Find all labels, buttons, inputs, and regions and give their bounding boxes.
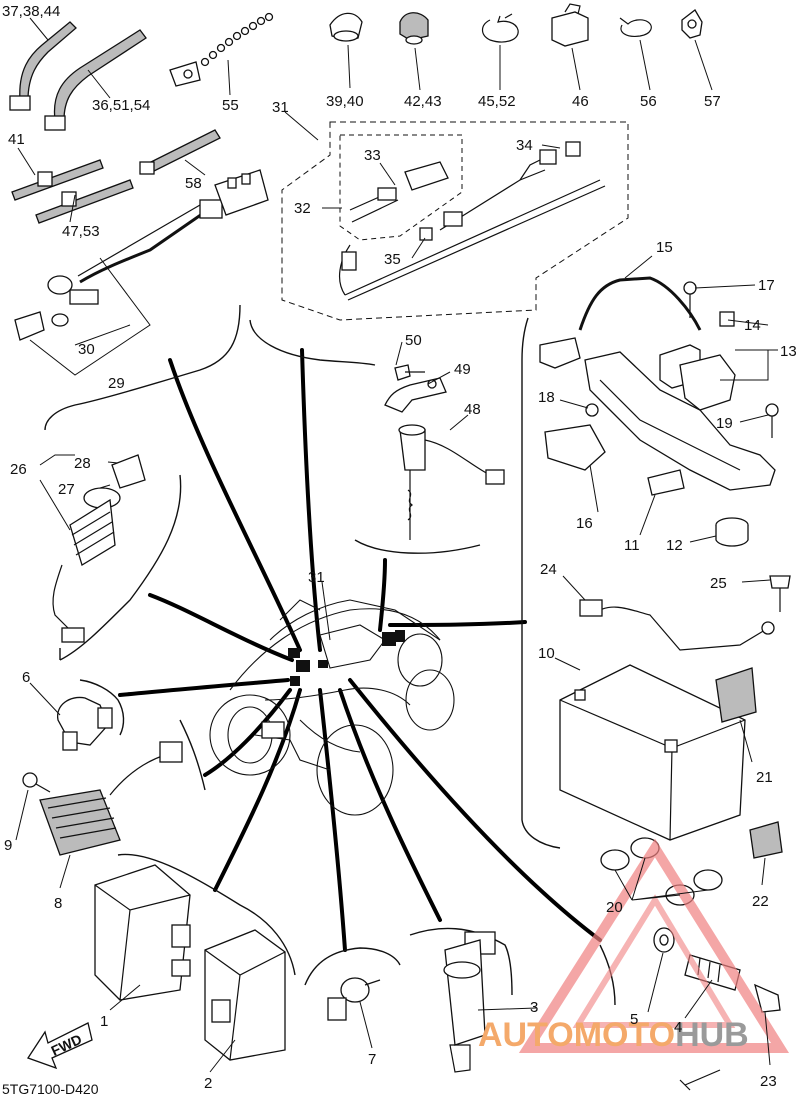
label-50: 50: [405, 332, 422, 349]
sensor-7: [327, 977, 381, 1021]
label-16: 16: [576, 515, 593, 532]
label-30: 30: [78, 341, 95, 358]
label-10: 10: [538, 645, 555, 662]
label-8: 8: [54, 895, 62, 912]
harness-leader-lines: [118, 348, 602, 952]
label-37-38-44: 37,38,44: [2, 3, 60, 20]
label-29: 29: [108, 375, 125, 392]
group-brackets: [44, 304, 616, 1006]
watermark-text-1: AUTOMOTO: [478, 1016, 675, 1054]
label-leaders: [15, 17, 778, 1073]
label-17: 17: [758, 277, 775, 294]
regulator-8: [22, 741, 183, 856]
label-46: 46: [572, 93, 589, 110]
relay-bracket-group: [539, 276, 779, 547]
label-26: 26: [10, 461, 27, 478]
label-4: 4: [674, 1019, 682, 1036]
label-31-top: 31: [272, 99, 289, 116]
label-21: 21: [756, 769, 773, 786]
atv-harness-points: [288, 630, 405, 686]
sub-harness-dashed-box: [339, 134, 463, 241]
cable-ties: [11, 129, 221, 224]
label-25: 25: [710, 575, 727, 592]
wire-harness-dashed-box: [281, 121, 629, 321]
label-19: 19: [716, 415, 733, 432]
label-31-center: 31: [308, 569, 325, 586]
label-28: 28: [74, 455, 91, 472]
fwd-label: FWD: [49, 1031, 85, 1059]
label-22: 22: [752, 893, 769, 910]
ecu-units: [94, 864, 286, 1061]
sensor-48-bracket-49: [384, 364, 505, 540]
watermark-text-2: HUB: [675, 1016, 749, 1054]
label-34: 34: [516, 137, 533, 154]
ignition-coil-3: [443, 931, 496, 1073]
label-5: 5: [630, 1011, 638, 1028]
label-20: 20: [606, 899, 623, 916]
label-13: 13: [780, 343, 797, 360]
label-11: 11: [624, 537, 640, 554]
label-12: 12: [666, 537, 683, 554]
label-57: 57: [704, 93, 721, 110]
diagram-code: 5TG7100-D420: [2, 1081, 99, 1097]
label-55: 55: [222, 97, 239, 114]
label-58: 58: [185, 175, 202, 192]
label-39-40: 39,40: [326, 93, 364, 110]
label-42-43: 42,43: [404, 93, 442, 110]
label-47-53: 47,53: [62, 223, 100, 240]
label-41: 41: [8, 131, 25, 148]
label-18: 18: [538, 389, 555, 406]
label-48: 48: [464, 401, 481, 418]
label-45-52: 45,52: [478, 93, 516, 110]
label-7: 7: [368, 1051, 376, 1068]
label-3: 3: [530, 999, 538, 1016]
fwd-arrow: FWD: [27, 1022, 93, 1070]
battery-assembly: [559, 575, 791, 859]
sensor-assembly-29: [14, 169, 269, 341]
atv-silhouette: [209, 599, 455, 816]
switch-assembly-26: [52, 454, 146, 643]
part-labels: 37,38,44 36,51,54 55 39,40 42,43 45,52 4…: [2, 3, 797, 1092]
label-1: 1: [100, 1013, 108, 1030]
label-24: 24: [540, 561, 557, 578]
label-14: 14: [744, 317, 761, 334]
label-15: 15: [656, 239, 673, 256]
label-6: 6: [22, 669, 30, 686]
label-23: 23: [760, 1073, 777, 1090]
label-36-51-54: 36,51,54: [92, 97, 150, 114]
parts-top-row: [9, 3, 703, 131]
label-49: 49: [454, 361, 471, 378]
sensor-6: [57, 696, 113, 751]
label-35: 35: [384, 251, 401, 268]
automotohub-watermark: AUTOMOTOHUB: [478, 838, 790, 1054]
svg-text:AUTOMOTOHUB: AUTOMOTOHUB: [478, 1016, 749, 1054]
label-32: 32: [294, 200, 311, 217]
wire-harness-31: [338, 141, 606, 301]
label-2: 2: [204, 1075, 212, 1092]
label-27: 27: [58, 481, 75, 498]
label-33: 33: [364, 147, 381, 164]
label-56: 56: [640, 93, 657, 110]
label-9: 9: [4, 837, 12, 854]
